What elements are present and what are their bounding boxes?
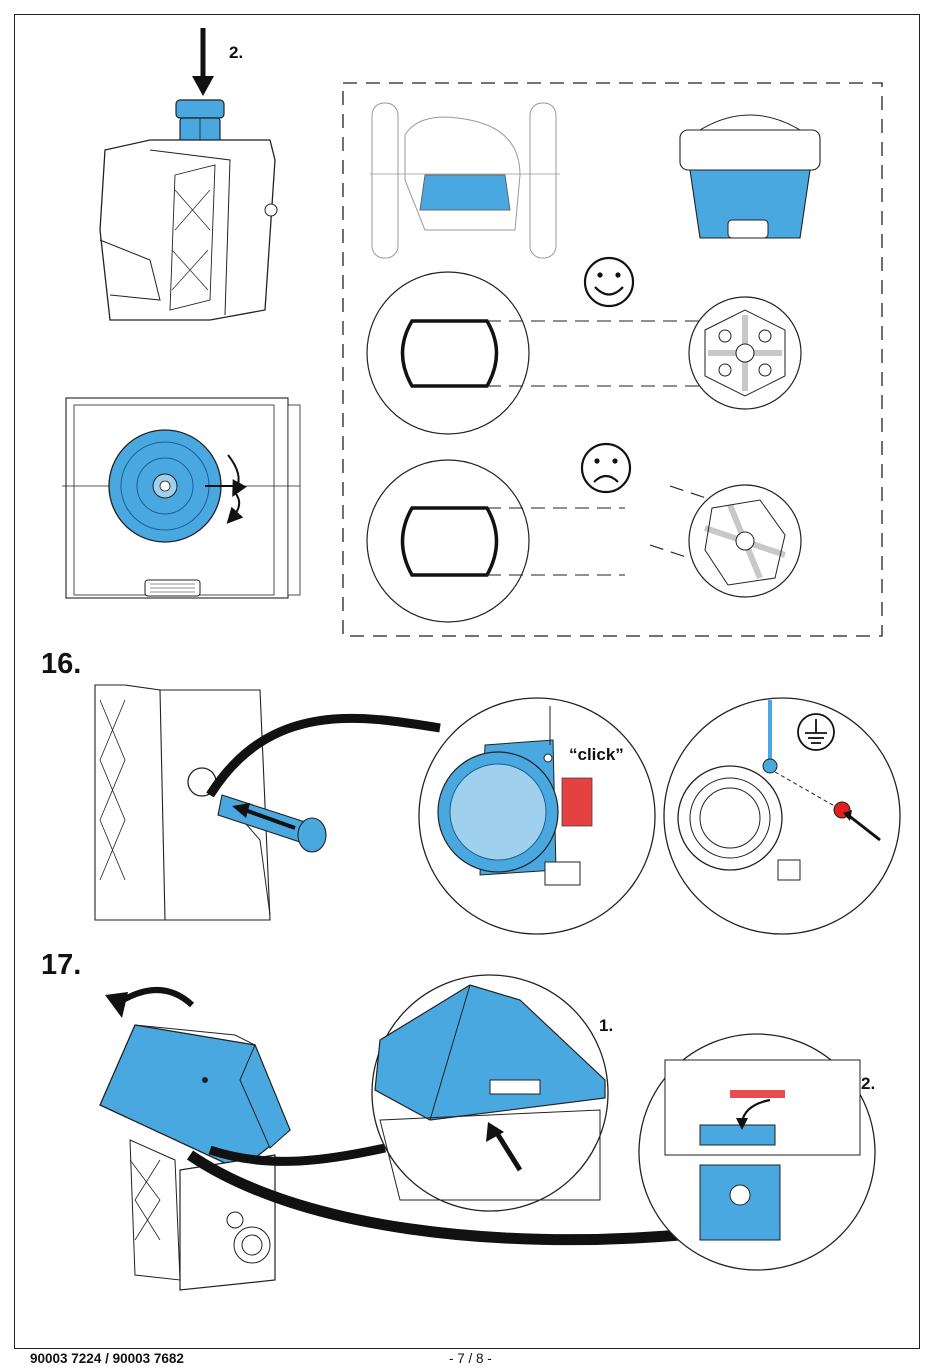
step17-sub-step-1-label: 1. (599, 1016, 613, 1036)
step17-number: 17. (41, 949, 81, 982)
step16-number: 16. (41, 648, 81, 681)
click-label: “click” (569, 745, 624, 765)
step15-motor-insert-illustration (100, 28, 277, 320)
step15-sub-step-label: 2. (229, 43, 243, 63)
step17-latch-detail-2-illustration (639, 1034, 875, 1270)
coupling-detail-illustration (370, 103, 560, 258)
step17-sub-step-2-label: 2. (861, 1074, 875, 1094)
correct-alignment-circle (367, 272, 700, 434)
document-number: 90003 7224 / 90003 7682 (30, 1351, 184, 1366)
step16-hose-illustration (95, 685, 440, 920)
coupling-incorrect-illustration (689, 485, 801, 597)
protective-earth-icon (798, 714, 834, 750)
ground-screw-detail-illustration (664, 698, 900, 934)
frowning-face-icon (582, 444, 630, 492)
click-detail-illustration (419, 698, 655, 934)
coupling-correct-illustration (689, 297, 801, 409)
step15-top-view-illustration (62, 398, 300, 598)
incorrect-alignment-circle (367, 460, 712, 622)
page-indicator: - 7 / 8 - (449, 1351, 492, 1366)
step17-latch-detail-1-illustration (372, 975, 608, 1211)
smiley-face-icon (585, 258, 633, 306)
motor-bottom-view-illustration (680, 115, 820, 238)
